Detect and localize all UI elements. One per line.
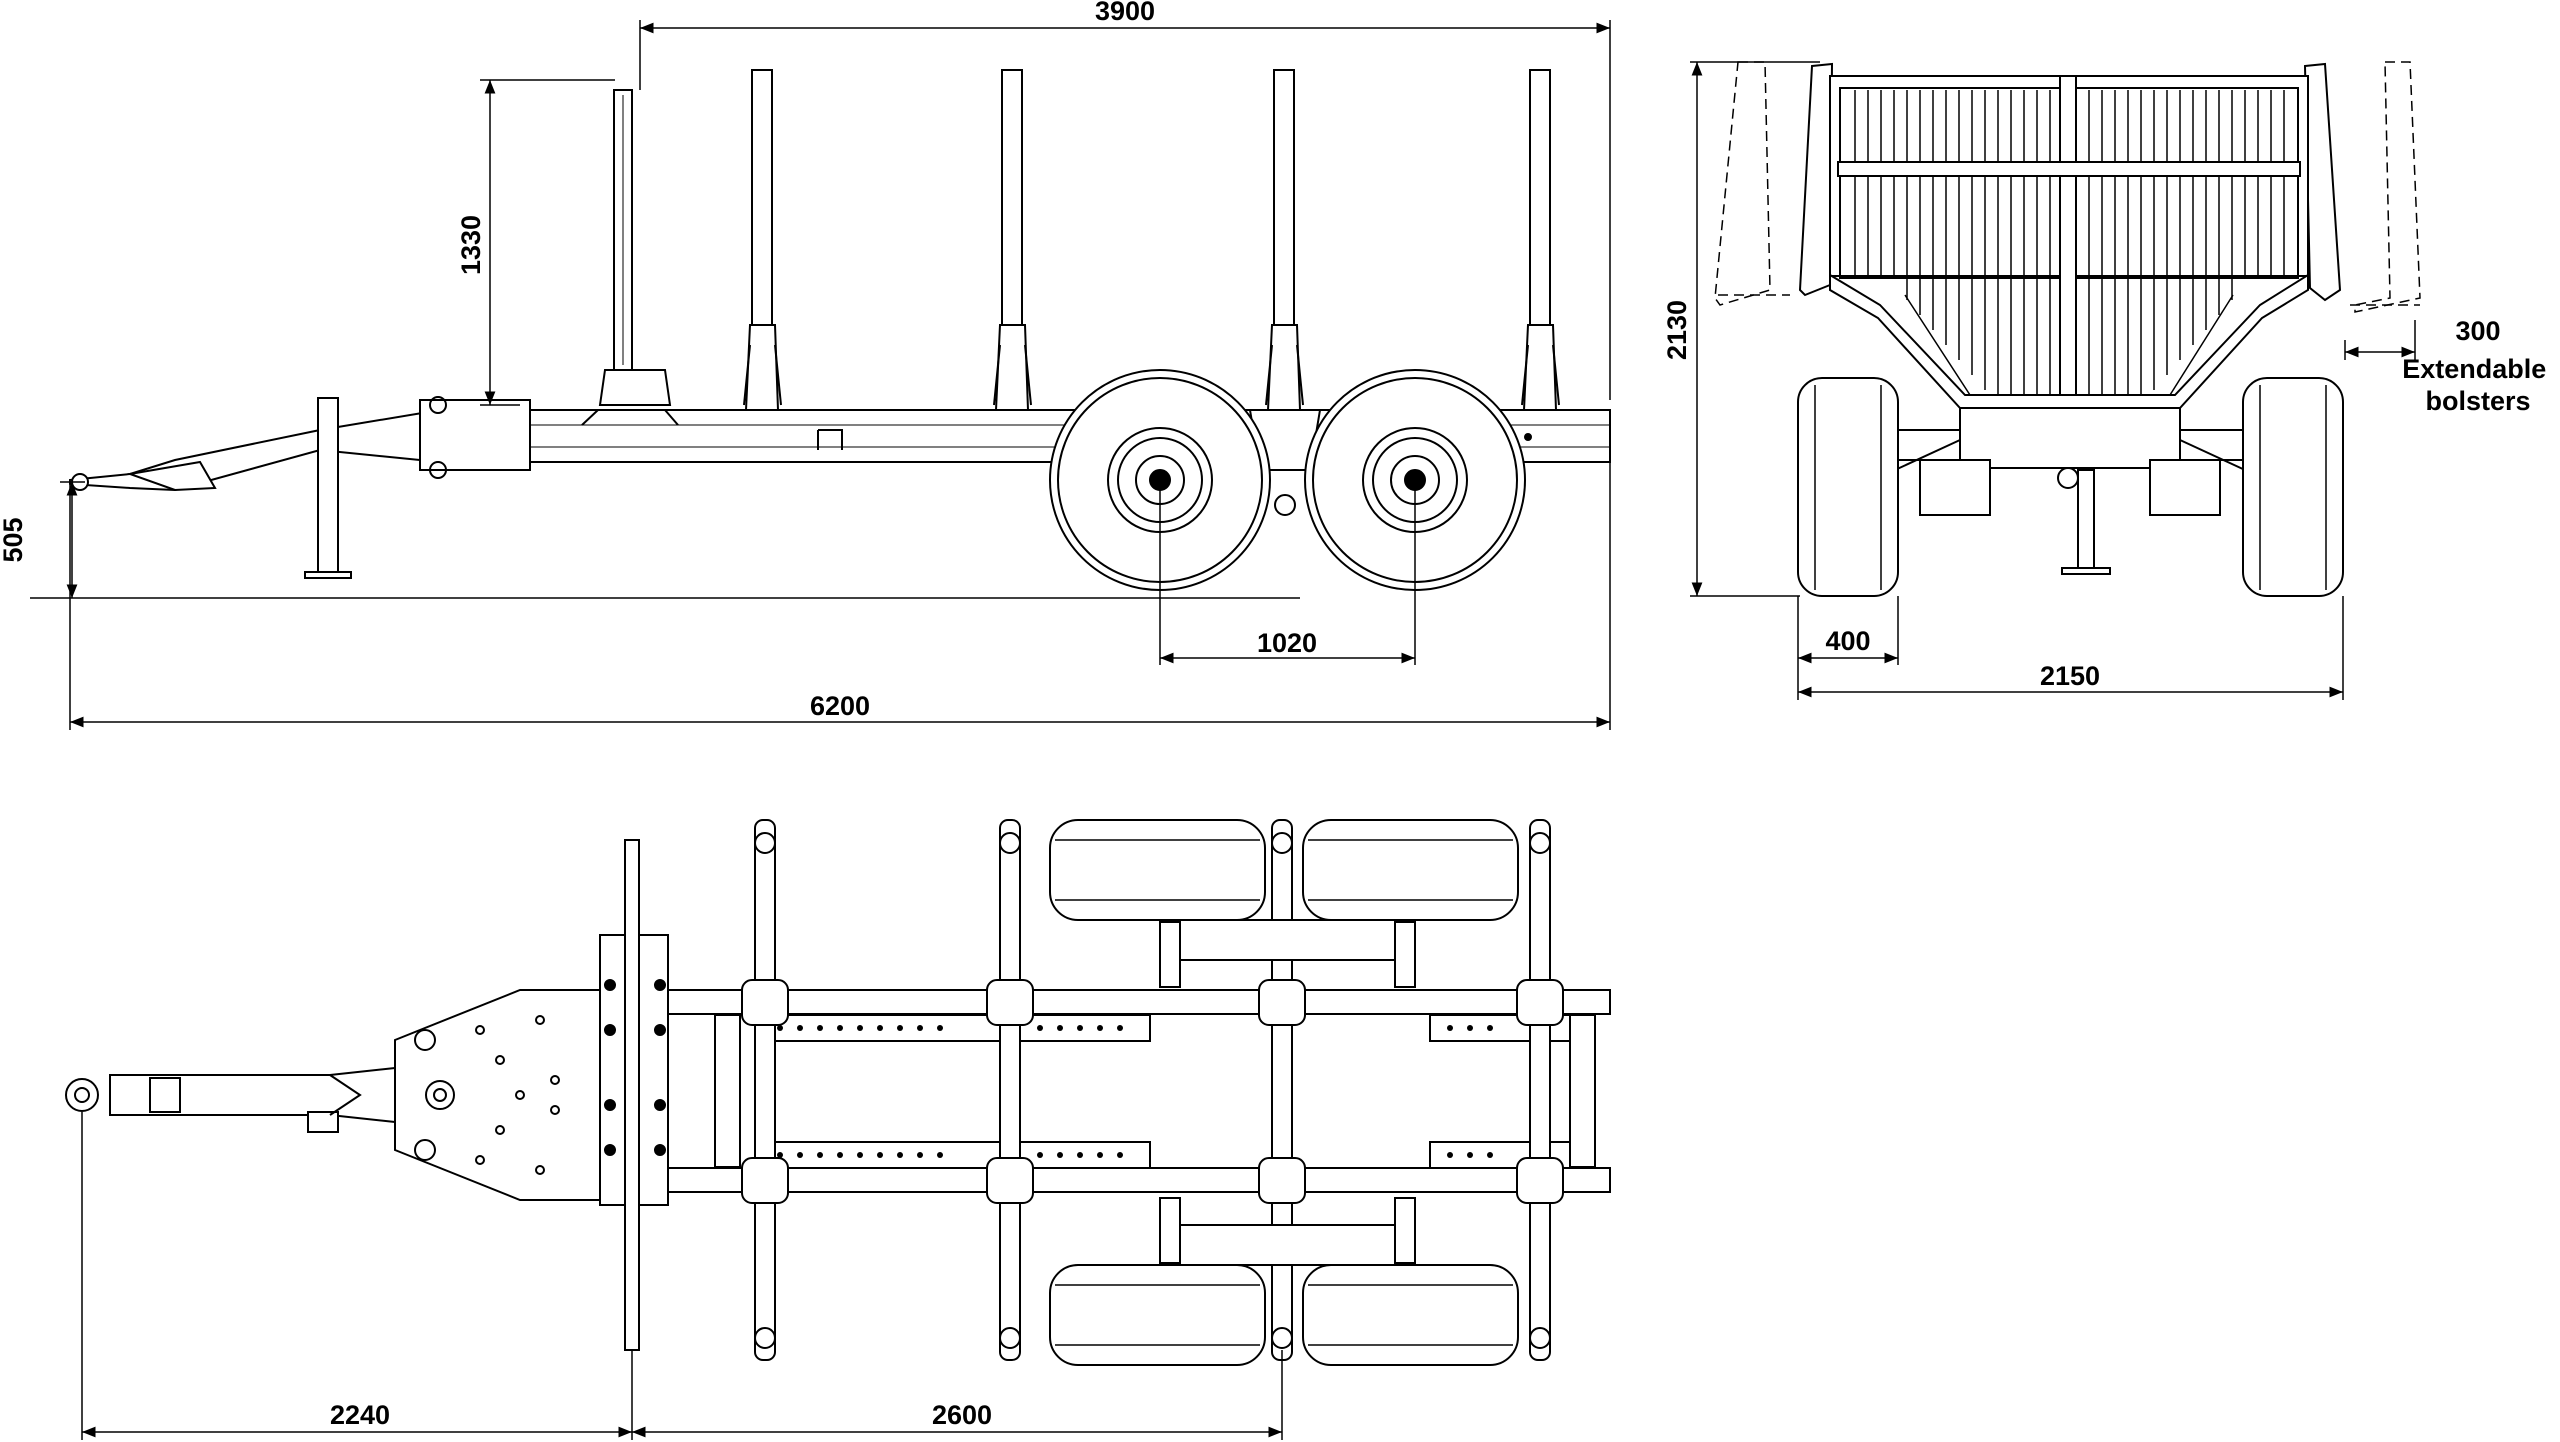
dim-505: 505	[0, 517, 28, 562]
stake-2	[993, 69, 1032, 411]
top-rail-lower	[667, 1167, 1611, 1193]
dim-300: 300	[2455, 316, 2500, 346]
top-view-dimensions	[81, 1112, 1283, 1440]
headboard-slats	[1854, 90, 2285, 395]
top-bolster-4	[1516, 819, 1564, 1361]
side-view-dimensions	[30, 20, 1611, 730]
top-hitch-eye	[65, 1078, 99, 1112]
top-rail-upper	[667, 989, 1611, 1015]
dim-6200: 6200	[810, 691, 870, 721]
top-tyre-rear-right	[1302, 1264, 1519, 1366]
dim-1020: 1020	[1257, 628, 1317, 658]
rear-bolster	[1829, 273, 2309, 409]
dim-1330: 1330	[456, 215, 486, 275]
rear-right-tyre	[2242, 377, 2344, 597]
top-tyre-rear-left	[1302, 819, 1519, 921]
dim-2130: 2130	[1662, 300, 1692, 360]
extendable-bolsters-label: Extendable bolsters	[2402, 354, 2554, 416]
dim-2600: 2600	[932, 1400, 992, 1430]
top-bolster-3	[1258, 819, 1306, 1361]
rear-view-dimensions	[1690, 61, 2416, 700]
note-line-1: Extendable	[2402, 354, 2546, 384]
parking-jack	[317, 397, 339, 579]
note-line-2: bolsters	[2425, 386, 2530, 416]
rear-jack	[2077, 469, 2095, 571]
top-tyre-front-left	[1049, 819, 1266, 921]
right-stake	[2303, 62, 2342, 302]
dim-400: 400	[1825, 626, 1870, 656]
top-tyre-front-right	[1049, 1264, 1266, 1366]
rear-view	[1714, 61, 2421, 597]
dim-2240: 2240	[330, 1400, 390, 1430]
stake-4	[1521, 69, 1560, 411]
rear-left-tyre	[1797, 377, 1899, 597]
dim-3900: 3900	[1095, 0, 1155, 26]
dim-2150: 2150	[2040, 661, 2100, 691]
top-bolster-2	[986, 819, 1034, 1361]
top-bolster-1	[741, 819, 789, 1361]
stake-3	[1265, 69, 1304, 411]
frame-holes	[777, 1025, 1493, 1158]
top-view	[65, 819, 1611, 1366]
stake-1	[743, 69, 782, 411]
side-view	[69, 69, 1611, 591]
left-stake	[1798, 62, 1834, 297]
